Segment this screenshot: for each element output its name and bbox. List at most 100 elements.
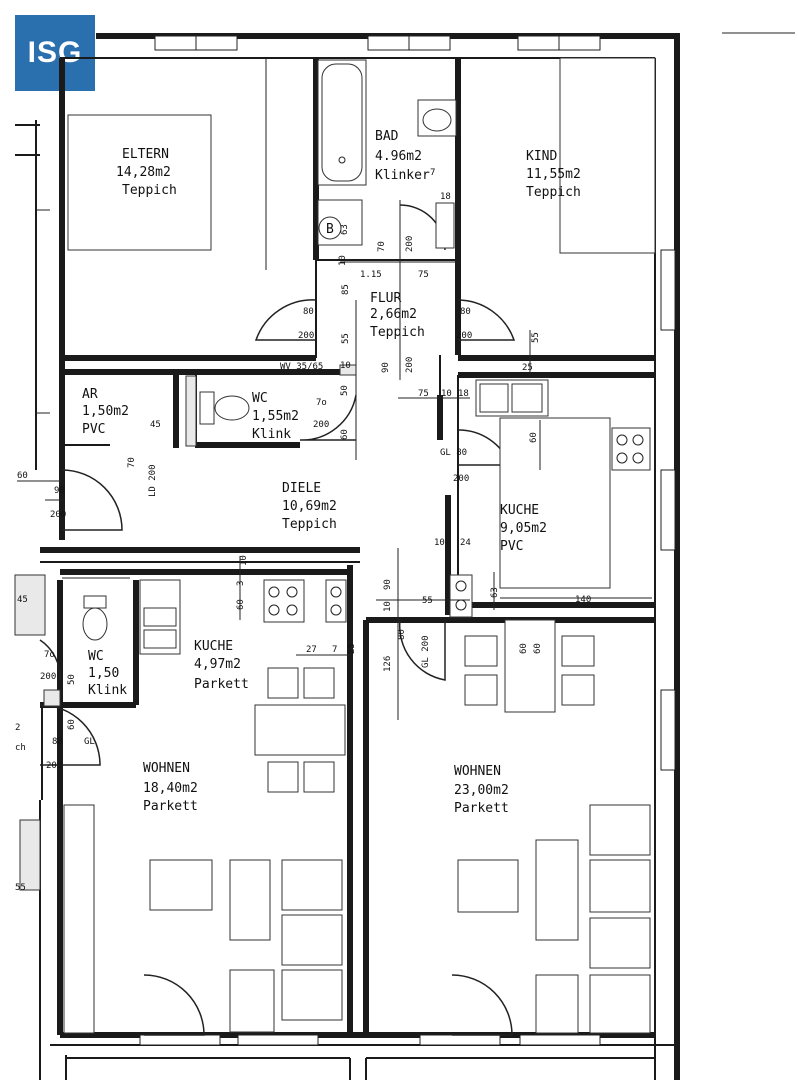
double-bed [67,114,212,251]
sideboard-1 [63,804,95,1034]
dim-label: 126 [383,656,393,672]
dim-label: 10 [338,255,348,266]
room-wohnen1-area: 18,40m2 [143,781,198,796]
dim-label: 80 [460,307,471,317]
dim-label: LD 200 [148,464,158,497]
room-labels: ELTERN 14,28m2 Teppich BAD 4.96m2 Klinke… [82,129,581,816]
dim-label: 1.15 [360,270,382,280]
room-eltern-area: 14,28m2 [116,165,171,180]
dim-label: 90 [54,486,65,496]
dim-label: 55 [341,333,351,344]
room-ar-area: 1,50m2 [82,404,129,419]
furniture: B 63 [14,57,656,1034]
dim-label: 60 [236,599,246,610]
room-bad-floor: Klinker [375,168,430,183]
dim-label: GL 200 [421,635,431,668]
dim-label: 200 [313,420,329,430]
dim-label: 25 [522,363,533,373]
windows [139,35,676,1046]
dim-label: 70 [127,457,137,468]
dimension-lines [17,200,652,720]
dim-label: 10 [383,601,393,612]
room-kuche1-name: KUCHE [500,503,539,518]
dim-label: WV 35/65 [280,362,323,372]
dim-label: 70 [377,241,387,252]
room-diele-area: 10,69m2 [282,499,337,514]
room-diele-floor: Teppich [282,517,337,532]
dim-label: 10 [340,361,351,371]
dim-label: 140 [575,595,591,605]
dim-label: 18 [440,192,451,202]
room-flur-area: 2,66m2 [370,307,417,322]
dim-label: 50 [340,385,350,396]
room-wohnen1-floor: Parkett [143,799,198,814]
dim-label: 90 [381,362,391,373]
room-flur-floor: Teppich [370,325,425,340]
toilet [214,395,250,421]
dim-label: GL 80 [440,448,467,458]
dim-label: 200 [50,510,66,520]
dim-label: 7 [430,168,435,178]
room-diele-name: DIELE [282,481,321,496]
dim-label: 10 [239,555,249,566]
dim-label: 55 [15,883,26,893]
dim-label: 75 [418,389,429,399]
dim-label: 90 [383,579,393,590]
dim-label: 200 [405,236,415,252]
room-kind-name: KIND [526,149,557,164]
dim-label: 7o [44,650,55,660]
isg-logo: ISG [15,15,95,91]
dining-table-2 [504,619,556,713]
room-wohnen1-name: WOHNEN [143,761,190,776]
dim-label: GL [84,737,95,747]
room-ar-floor: PVC [82,422,105,437]
dim-label: 50 [67,674,77,685]
dim-label: 3 [236,581,246,586]
dim-label: 85 [341,284,351,295]
dim-label: 60 [340,429,350,440]
dim-label: 45 [150,420,161,430]
room-bad-area: 4.96m2 [375,149,422,164]
stove [611,427,651,471]
boiler-dim: 63 [340,224,350,235]
dim-label: 60 [67,719,77,730]
room-kuche2-area: 4,97m2 [194,657,241,672]
doors [39,204,516,1036]
dimensions: 7 18 70 200 10 1.15 75 85 80 200 55 80 2… [15,168,591,893]
dim-label: 55 [422,596,433,606]
dim-label: 7o [316,398,327,408]
room-wc1-area: 1,55m2 [252,409,299,424]
armchair [149,859,213,911]
dim-label: 200 [46,761,62,771]
single-bed [559,57,656,254]
dim-label: 80 [397,629,407,640]
dim-label: 2 [15,723,20,733]
dim-label: ch [15,743,26,753]
room-wc2-floor: Klink [88,683,127,698]
room-kuche1-area: 9,05m2 [500,521,547,536]
room-wc2-name: WC [88,649,104,664]
dim-label: 60 [529,432,539,443]
armchair-2 [457,859,519,913]
dim-label: 200 [456,331,472,341]
dim-label: 200 [453,474,469,484]
room-kuche1-floor: PVC [500,539,523,554]
boiler [318,216,342,240]
dim-label: 10 [441,389,452,399]
room-eltern-name: ELTERN [122,147,169,162]
dim-label: 60 [17,471,28,481]
dim-label: 10 [434,538,445,548]
dim-label: 25 [347,643,357,654]
dining-table-1 [254,704,346,756]
dim-label: 60 [519,643,529,654]
kitchen2-stove [263,579,305,623]
dim-label: 200 [40,672,56,682]
dim-label: 60 [533,643,543,654]
room-eltern-floor: Teppich [122,183,177,198]
dim-label: 200 [298,331,314,341]
dim-label: 18 [458,389,469,399]
dim-label: 80 [303,307,314,317]
room-flur-name: FLUR [370,291,401,306]
boiler-label: B [326,222,334,237]
